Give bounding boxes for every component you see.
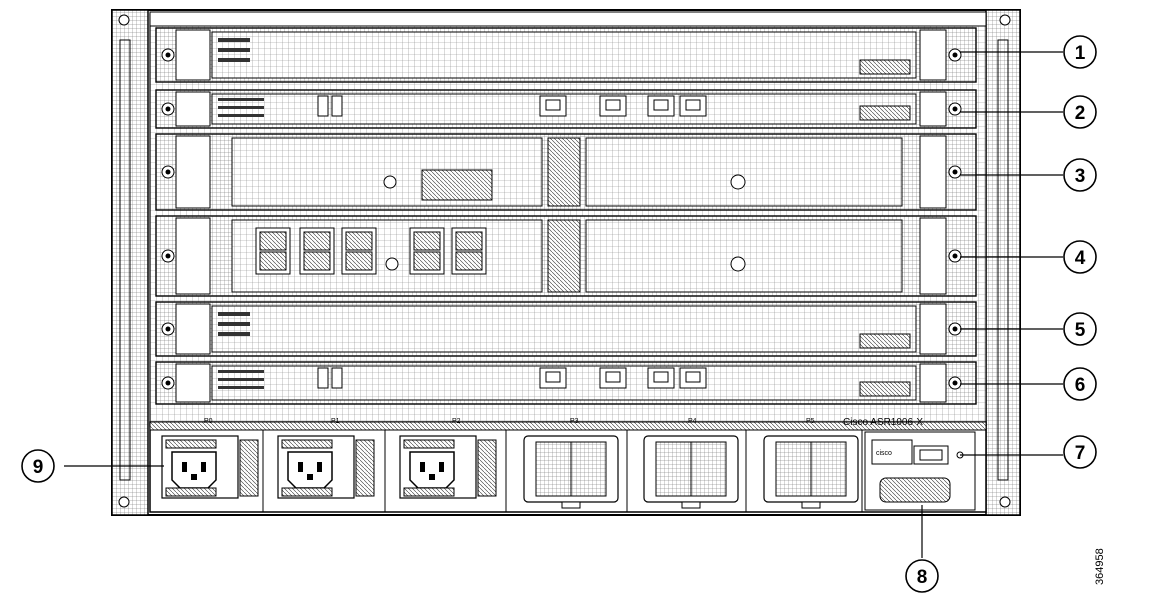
right-ejector-icon [919,217,962,295]
model-label: Cisco ASR1006-X [843,417,923,428]
ear-screw-icon [118,14,1011,508]
ethernet-port-icon [679,95,707,117]
usb-port-icon [331,95,343,117]
usb-port-icon [317,95,329,117]
right-ejector-icon [919,363,962,403]
callout-1: 1 [1063,35,1097,69]
ac-inlet-icon [287,451,333,489]
vent-icon [859,381,911,397]
vent-icon [859,59,911,75]
power-supply-0 [161,435,259,499]
card-slot-2 [155,89,977,129]
ethernet-port-icon [539,95,567,117]
ethernet-port-icon [647,95,675,117]
right-ejector-icon [919,303,962,355]
callout-5: 5 [1063,312,1097,346]
interface-module-port-icon [451,227,487,275]
interface-module-port-icon [255,227,291,275]
usb-port-icon [879,477,951,503]
left-ejector-icon [161,217,211,295]
power-supplies [161,435,859,509]
usb-port-icon [331,367,343,389]
callout-number: 3 [1075,166,1086,187]
psu-handle-icon [477,439,497,497]
psu-blank-vent-icon [763,435,859,509]
psu-handle-icon [239,439,259,497]
ethernet-port-icon [539,367,567,389]
leader-lines [64,51,1063,558]
right-ejector-icon [919,91,962,127]
left-ejector-icon [161,29,211,81]
ethernet-port-icon [679,367,707,389]
usb-port-icon [317,367,329,389]
right-ejector-icon [919,135,962,209]
left-ejector-icon [161,363,211,403]
power-supply-2 [399,435,497,499]
vent-icon [859,105,911,121]
callout-8: 8 [905,559,939,593]
callout-6: 6 [1063,367,1097,401]
management-panel: cisco [864,431,976,511]
psu-blank-vent-icon [643,435,739,509]
power-supply-4 [643,435,739,509]
card-slots [155,27,977,405]
callout-3: 3 [1063,158,1097,192]
power-slot-label-p0: P0 [204,418,213,425]
callout-7: 7 [1063,435,1097,469]
ethernet-port-icon [647,367,675,389]
callout-number: 1 [1075,43,1086,64]
power-slot-label-p3: P3 [570,418,579,425]
callout-number: 8 [917,567,928,588]
slot-port-icon [421,169,493,201]
psu-handle-icon [355,439,375,497]
power-slot-labels: P0 P1 P2 P3 P4 P5 Cisco ASR1006-X [204,417,923,428]
card-slot-4 [155,215,977,297]
callout-number: 4 [1075,248,1086,269]
callout-number: 6 [1075,375,1086,396]
ac-inlet-icon [171,451,217,489]
callout-number: 9 [33,457,44,478]
callout-number: 7 [1075,443,1086,464]
left-ejector-icon [161,303,211,355]
callout-4: 4 [1063,240,1097,274]
interface-module-port-icon [299,227,335,275]
power-slot-label-p4: P4 [688,418,697,425]
card-slot-1 [155,27,977,83]
power-supply-5 [763,435,859,509]
card-slot-6 [155,361,977,405]
vent-icon [859,333,911,349]
ethernet-port-icon [599,367,627,389]
power-slot-label-p1: P1 [331,418,340,425]
right-ejector-icon [919,29,962,81]
left-ejector-icon [161,135,211,209]
power-supply-1 [277,435,375,499]
callout-number: 2 [1075,103,1086,124]
callouts: 1 2 3 4 5 6 7 8 9 [21,35,1097,593]
ac-inlet-icon [409,451,455,489]
power-supply-3 [523,435,619,509]
interface-module-port-icon [409,227,445,275]
interface-module-port-icon [341,227,377,275]
card-slot-3 [155,133,977,211]
power-slot-label-p5: P5 [806,418,815,425]
card-slot-5 [155,301,977,357]
callout-2: 2 [1063,95,1097,129]
callout-9: 9 [21,449,55,483]
psu-blank-vent-icon [523,435,619,509]
left-ejector-icon [161,91,211,127]
callout-number: 5 [1075,320,1086,341]
figure-id: 364958 [1094,548,1106,585]
ethernet-port-icon [599,95,627,117]
power-slot-label-p2: P2 [452,418,461,425]
cisco-logo: cisco [876,450,892,457]
